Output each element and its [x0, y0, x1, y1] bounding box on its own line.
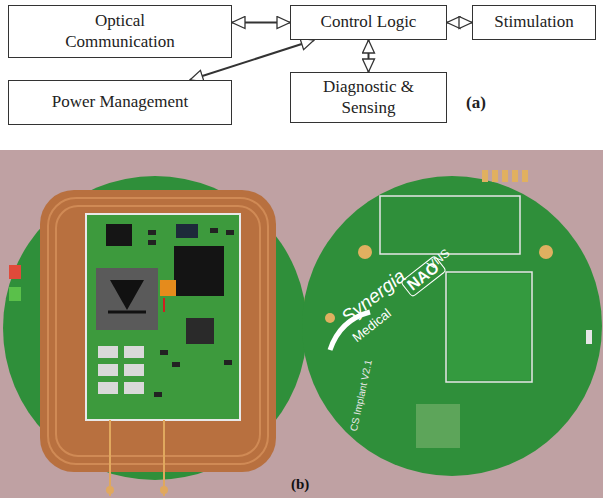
process-box: Control Logic — [290, 5, 447, 40]
box-label: Power Management — [52, 92, 188, 112]
chip — [186, 318, 214, 344]
diode-bar — [108, 311, 146, 314]
keepout-outline — [380, 196, 520, 254]
diode-package — [96, 268, 158, 330]
pad-area — [416, 404, 460, 448]
pads — [98, 346, 144, 394]
inner-pcb — [86, 214, 240, 420]
box-text-group: Stimulation — [494, 12, 573, 32]
green-led — [9, 287, 21, 301]
figure-label: (a) — [466, 94, 486, 113]
red-led — [9, 265, 21, 279]
lead-pad — [160, 486, 168, 494]
box-text-group: Control Logic — [321, 12, 417, 32]
process-box: Stimulation — [472, 5, 596, 40]
left-pcb — [3, 176, 307, 480]
double-arrow — [447, 22, 472, 24]
orange-part — [160, 280, 176, 296]
box-text-group: Optical Communication — [55, 11, 185, 52]
process-box: Optical Communication — [8, 5, 232, 58]
box-text-group: Power Management — [52, 92, 188, 112]
box-label: Diagnostic & Sensing — [314, 77, 424, 118]
coil-lead — [163, 420, 165, 496]
chip — [176, 224, 198, 238]
small-parts — [148, 228, 234, 397]
photo-background — [0, 150, 603, 498]
double-arrow — [368, 40, 370, 72]
box-label: Control Logic — [321, 12, 417, 32]
diode-symbol — [110, 280, 144, 310]
coil-turn — [48, 198, 268, 464]
battery-outline — [446, 272, 532, 382]
process-box: Power Management — [8, 80, 232, 125]
box-label: Stimulation — [494, 12, 573, 32]
edge-connector — [482, 170, 528, 182]
double-arrow — [232, 22, 290, 24]
battery-area — [448, 274, 530, 380]
coil-turn — [56, 206, 260, 456]
mounting-pad — [539, 245, 553, 259]
marker — [586, 330, 592, 344]
box-label: Optical Communication — [55, 11, 185, 52]
red-trace — [163, 298, 165, 312]
processor-chip — [174, 246, 224, 296]
mounting-pad — [325, 313, 335, 323]
chip — [106, 224, 132, 246]
process-box: Diagnostic & Sensing — [290, 72, 447, 123]
figure-label: (b) — [291, 476, 309, 493]
coil-lead — [109, 420, 111, 496]
mounting-pad — [358, 245, 372, 259]
box-text-group: Diagnostic & Sensing — [314, 77, 424, 118]
lead-pad — [106, 486, 114, 494]
copper-coil — [40, 190, 276, 472]
right-pcb — [302, 176, 602, 476]
